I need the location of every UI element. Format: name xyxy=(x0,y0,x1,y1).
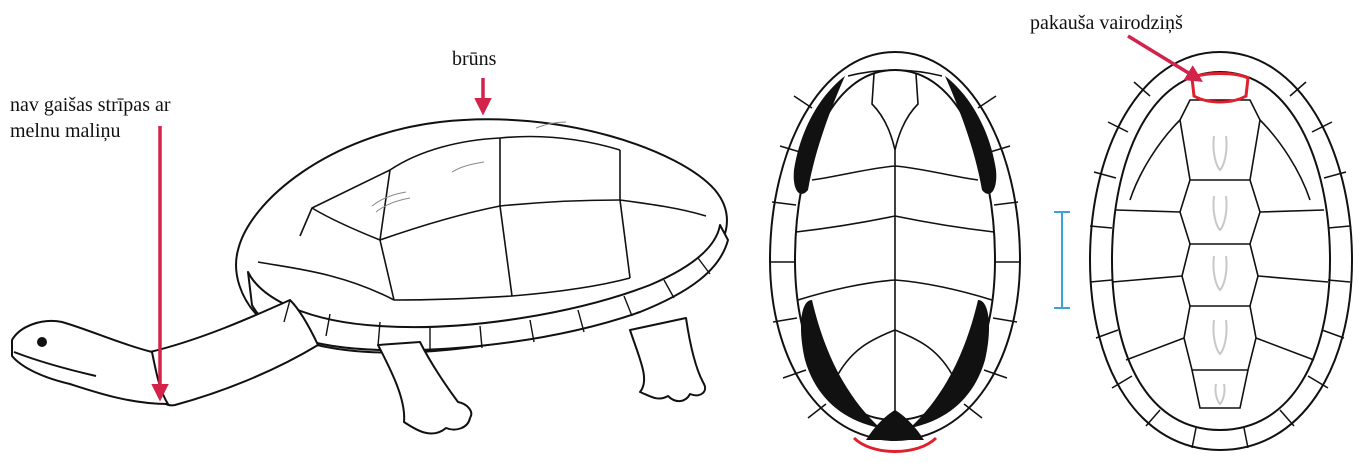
turtle-neck xyxy=(150,300,318,405)
carapace-diagram xyxy=(1090,52,1352,450)
turtle-eye xyxy=(38,338,46,346)
plastron-diagram xyxy=(770,52,1020,452)
turtle-front-leg xyxy=(378,342,471,434)
turtle-head xyxy=(12,321,168,404)
turtle-hind-leg xyxy=(630,318,705,401)
scale-bar-icon xyxy=(1054,212,1070,308)
carapace-inner-outline xyxy=(1112,72,1330,430)
turtle-side-view-illustration xyxy=(12,119,728,433)
